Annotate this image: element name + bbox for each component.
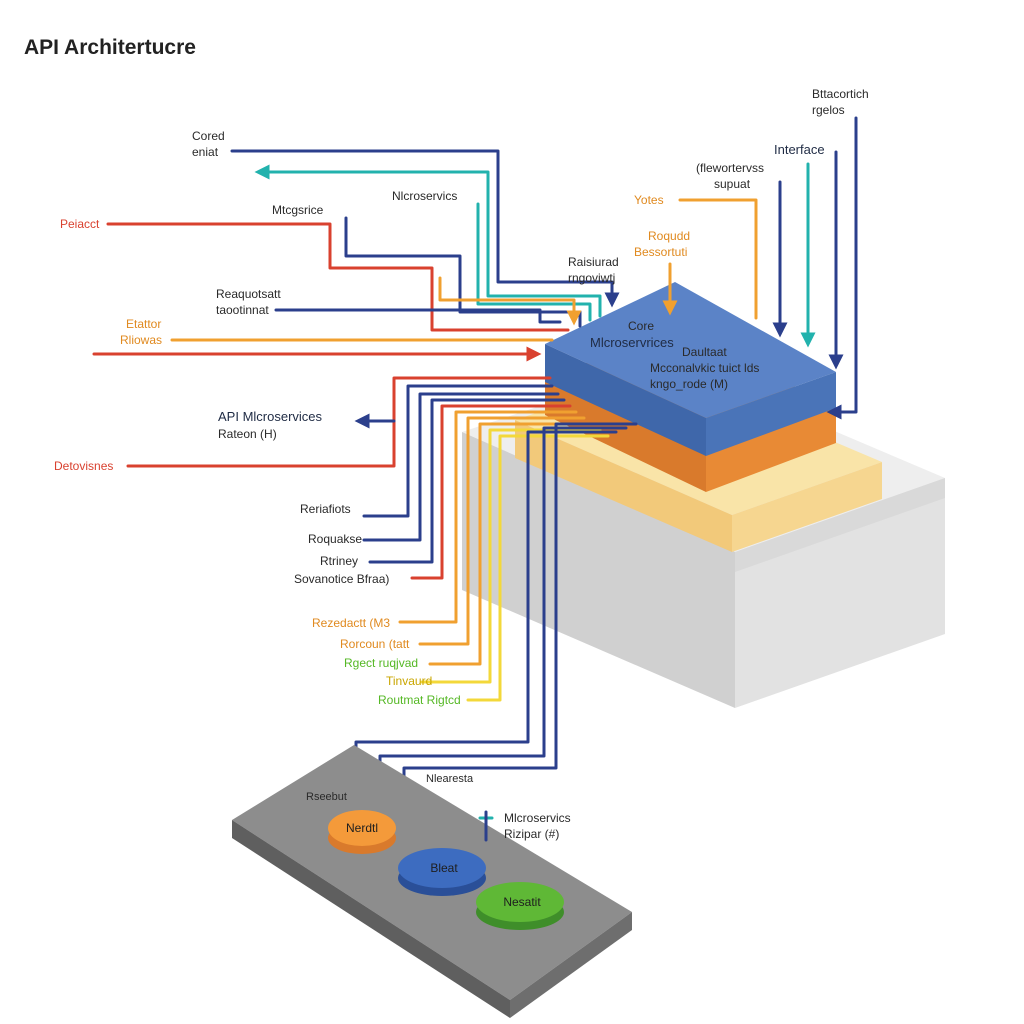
label-yotes: Yotes	[634, 193, 664, 207]
wires-right	[662, 116, 858, 420]
label-cored: Cored	[192, 129, 225, 143]
label-mcconalvkic: Mcconalvkic tuict lds	[650, 361, 759, 375]
label-rateon: Rateon (H)	[218, 427, 277, 441]
label-api-microservices: API Mlcroservices	[218, 409, 323, 424]
label-rtriney: Rtriney	[320, 554, 358, 568]
label-detovisnes: Detovisnes	[54, 459, 113, 473]
label-rliowas: Rliowas	[120, 333, 162, 347]
label-bessorttuti: Bessortuti	[634, 245, 687, 259]
label-reaquotsatt: Reaquotsatt	[216, 287, 281, 301]
label-rgelos: rgelos	[812, 103, 845, 117]
label-rizipar: Rizipar (#)	[504, 827, 559, 841]
label-daultaat: Daultaat	[682, 345, 727, 359]
core-block	[545, 282, 836, 456]
label-tinvaurd: Tinvaurd	[386, 674, 432, 688]
label-flewortervss: (flewortervss	[696, 161, 764, 175]
label-eniat: eniat	[192, 145, 219, 159]
node-green-label: Nesatit	[503, 895, 541, 909]
label-rorcoun: Rorcoun (tatt	[340, 637, 410, 651]
label-roquakse: Roquakse	[308, 532, 362, 546]
node-green[interactable]: Nesatit	[476, 882, 564, 930]
label-roqudd: Roqudd	[648, 229, 690, 243]
label-core-microservices: Mlcroservrices	[590, 335, 674, 350]
label-etattor: Etattor	[126, 317, 161, 331]
label-rgect: Rgect ruqjvad	[344, 656, 418, 670]
label-interface: Interface	[774, 142, 825, 157]
node-blue-label: Bleat	[430, 861, 458, 875]
labels: Cored eniat Mtcgsrice Nlcroservics Peiac…	[54, 87, 869, 841]
label-rngoviwtj: rngoviwtj	[568, 271, 615, 285]
label-routmat: Routmat Rigtcd	[378, 693, 461, 707]
label-taootinnat: taootinnat	[216, 303, 269, 317]
node-orange-label: Nerdtl	[346, 821, 378, 835]
label-bttacortich: Bttacortich	[812, 87, 869, 101]
node-orange[interactable]: Nerdtl	[328, 810, 396, 854]
wires-left	[92, 149, 620, 362]
label-sovanotice: Sovanotice Bfraa)	[294, 572, 389, 586]
label-supuat: supuat	[714, 177, 751, 191]
label-kngo-rode: kngo_rode (M)	[650, 377, 728, 391]
label-mtcgsrice: Mtcgsrice	[272, 203, 324, 217]
label-microservices-bottom: Mlcroservics	[504, 811, 571, 825]
label-rseebut: Rseebut	[306, 791, 347, 803]
label-peiacct: Peiacct	[60, 217, 100, 231]
label-raisiurad: Raisiurad	[568, 255, 619, 269]
node-blue[interactable]: Bleat	[398, 848, 486, 896]
label-core: Core	[628, 319, 654, 333]
page-title: API Architertucre	[24, 36, 196, 59]
label-nicroservics: Nlcroservics	[392, 189, 457, 203]
label-nlearesta: Nlearesta	[426, 773, 474, 785]
label-rezedactt: Rezedactt (M3	[312, 616, 390, 630]
label-reriafiots: Reriafiots	[300, 502, 351, 516]
